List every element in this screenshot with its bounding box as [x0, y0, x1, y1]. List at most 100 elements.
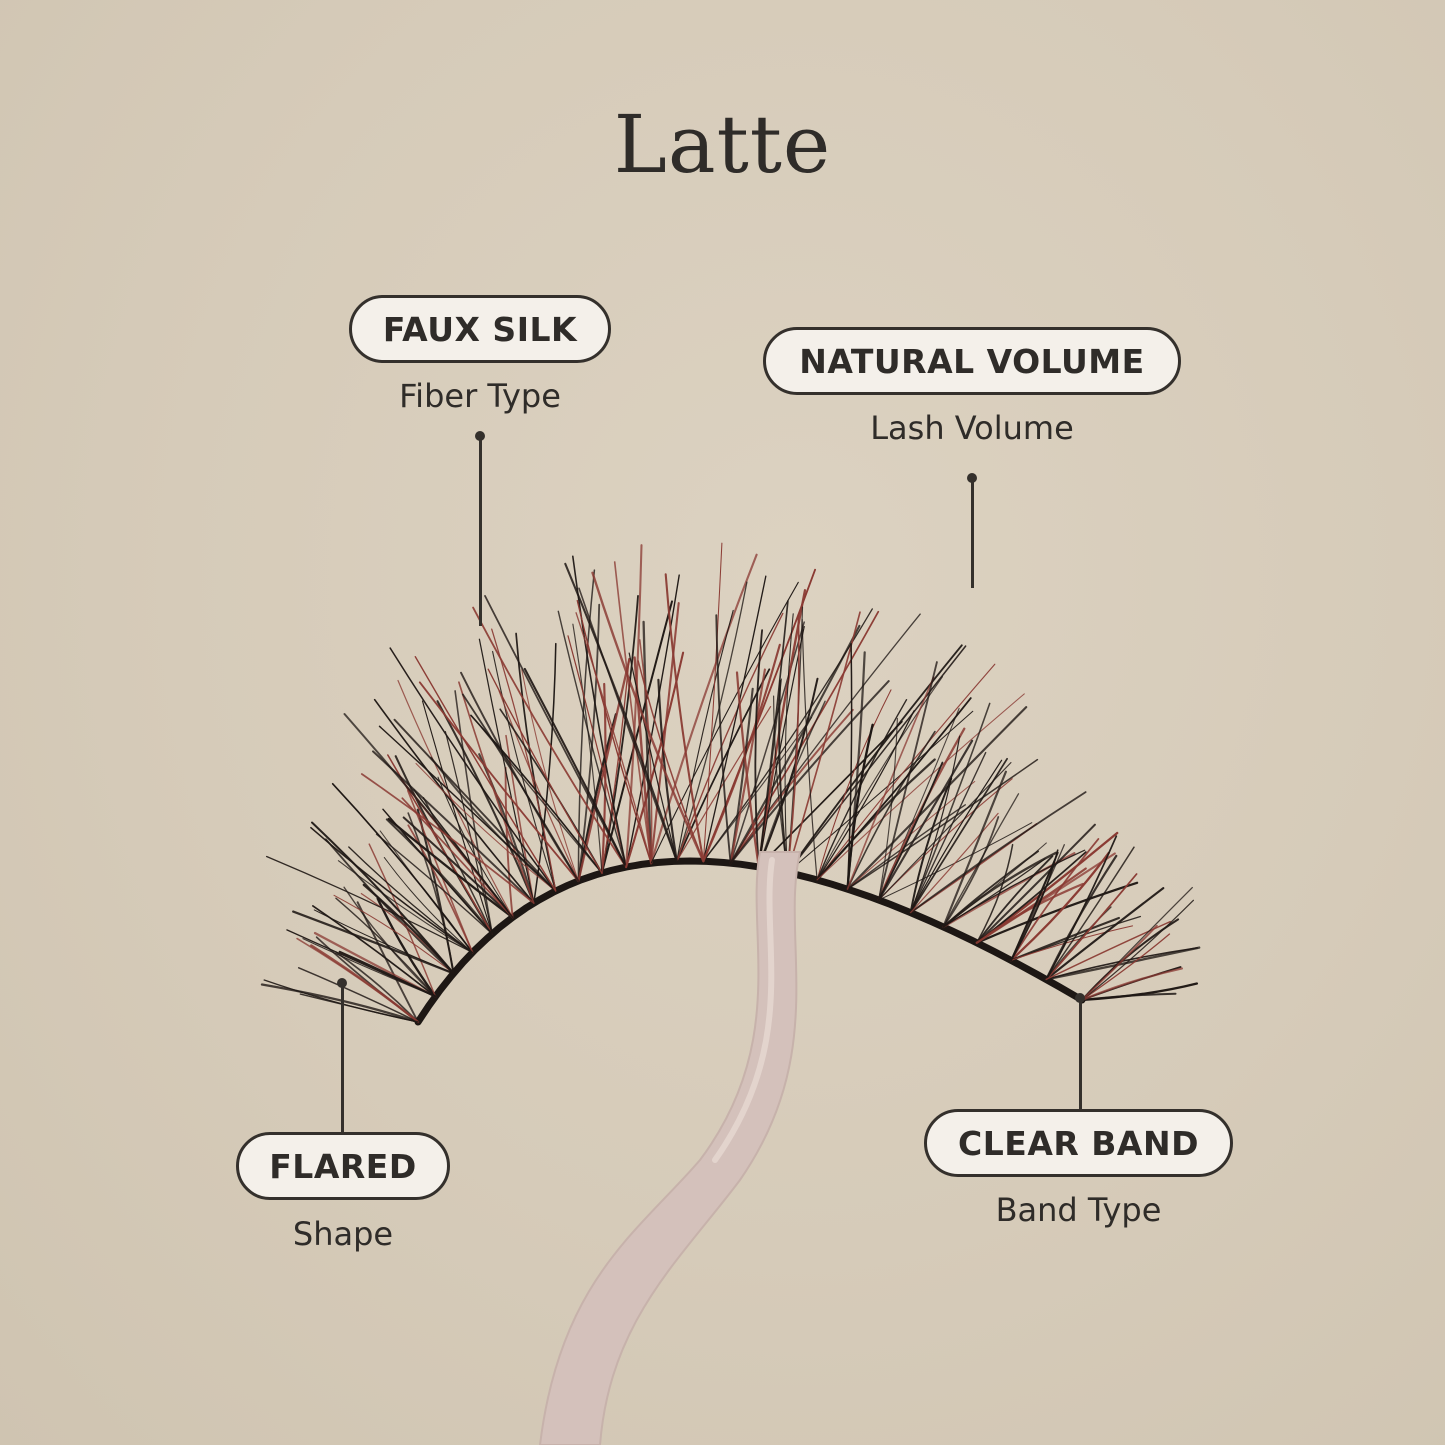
lash-fiber: [642, 620, 653, 865]
lash-fiber: [311, 821, 455, 975]
lash-fiber: [1081, 924, 1158, 1001]
lash-volume-label: Lash Volume: [870, 409, 1074, 447]
lash-fiber: [816, 676, 944, 881]
lash-fiber: [413, 789, 514, 919]
lash-fiber: [331, 782, 474, 954]
lash-fiber: [729, 621, 805, 864]
lash-fiber: [975, 823, 1096, 944]
lash-fiber: [702, 575, 767, 862]
lash-fiber: [613, 561, 652, 865]
lash-fiber: [492, 650, 557, 892]
lash-fiber: [572, 623, 603, 874]
lash-fiber: [878, 822, 1033, 901]
lash-fiber: [909, 735, 961, 914]
lash-fiber: [1045, 920, 1171, 981]
lash-fiber: [1081, 899, 1195, 1001]
lash-fiber: [942, 849, 1086, 928]
lash-fiber: [378, 725, 557, 892]
lash-fiber: [816, 689, 892, 881]
lash-fiber: [436, 700, 535, 905]
lash-fiber: [292, 910, 455, 975]
lash-fiber: [484, 595, 627, 868]
lash-fiber: [1080, 967, 1183, 1002]
lash-fiber: [942, 770, 1007, 928]
lash-fiber: [360, 773, 535, 904]
lash-fiber: [1045, 846, 1135, 981]
lash-fiber: [786, 613, 800, 874]
lash-fiber: [715, 614, 732, 865]
lash-volume-badge: NATURAL VOLUME: [763, 327, 1181, 395]
lash-fiber: [324, 838, 455, 975]
lash-fiber: [846, 730, 936, 890]
lash-fiber: [421, 700, 493, 935]
lash-band: [414, 857, 1086, 1026]
lash-fiber: [846, 676, 935, 890]
lash-fiber: [389, 647, 557, 892]
lash-fiber: [373, 698, 535, 904]
lash-fiber: [397, 679, 514, 918]
lash-fiber: [1045, 946, 1201, 981]
lash-fiber: [393, 718, 557, 892]
lash-fiber: [470, 714, 603, 874]
lash-fiber: [909, 759, 1003, 914]
lash-fiber: [1045, 887, 1165, 981]
lash-fiber: [591, 571, 705, 863]
lash-fiber: [480, 726, 603, 874]
lash-fiber: [343, 886, 437, 998]
lash-fiber: [942, 816, 1000, 928]
lash-fiber: [414, 655, 557, 892]
lash-fiber: [338, 950, 437, 998]
lash-fiber: [729, 680, 890, 865]
lash-fiber: [909, 702, 991, 914]
lash-fiber: [815, 758, 936, 882]
band-type-badge: CLEAR BAND: [924, 1109, 1233, 1177]
lash-fiber: [676, 705, 772, 862]
fiber-type-label: Fiber Type: [399, 377, 561, 415]
lash-fiber: [491, 628, 557, 892]
lash-fiber: [757, 677, 819, 868]
lash-fiber: [533, 642, 557, 904]
lash-fiber: [909, 777, 953, 914]
lash-fiber: [418, 681, 580, 882]
lash-fiber: [297, 967, 419, 1023]
lash-fiber: [909, 757, 1008, 914]
lash-fiber: [487, 668, 603, 874]
lash-fiber: [975, 881, 1139, 944]
lash-fiber: [702, 716, 813, 862]
lash-fiber: [729, 668, 766, 865]
lash-fiber: [846, 643, 853, 890]
lash-fiber: [702, 608, 873, 862]
lash-fiber: [877, 761, 944, 901]
lash-fiber: [650, 602, 680, 865]
fiber-type-pointer-line: [479, 436, 482, 626]
lash-fiber: [372, 750, 535, 905]
lash-fiber: [564, 562, 678, 863]
lash-fiber: [302, 938, 436, 998]
lash-fiber: [702, 542, 723, 862]
lash-fiber: [343, 713, 514, 919]
lash-fiber: [729, 610, 880, 864]
lash-fiber: [878, 717, 898, 901]
lash-fiber: [628, 652, 678, 862]
lash-fiber: [846, 758, 1039, 890]
lash-fiber: [310, 826, 474, 954]
lash-fiber: [637, 660, 705, 862]
lash-fiber: [578, 587, 678, 862]
lash-fiber: [454, 690, 493, 935]
lash-volume-pointer-line: [971, 478, 974, 588]
lash-fiber: [664, 573, 705, 863]
lash-fiber: [909, 812, 999, 914]
lash-fiber: [846, 804, 966, 890]
lash-fiber: [942, 793, 1020, 928]
lash-fiber: [1010, 838, 1100, 962]
lash-fiber: [460, 671, 580, 882]
lash-fiber: [444, 730, 493, 935]
lash-fiber: [816, 663, 996, 881]
lash-fiber: [976, 843, 1014, 944]
lash-fiber: [975, 855, 1054, 944]
lash-fiber: [385, 818, 494, 935]
lash-fiber: [735, 671, 760, 868]
lash-fiber: [778, 679, 789, 874]
lash-fiber: [975, 867, 1087, 944]
lash-fiber: [816, 693, 1025, 881]
